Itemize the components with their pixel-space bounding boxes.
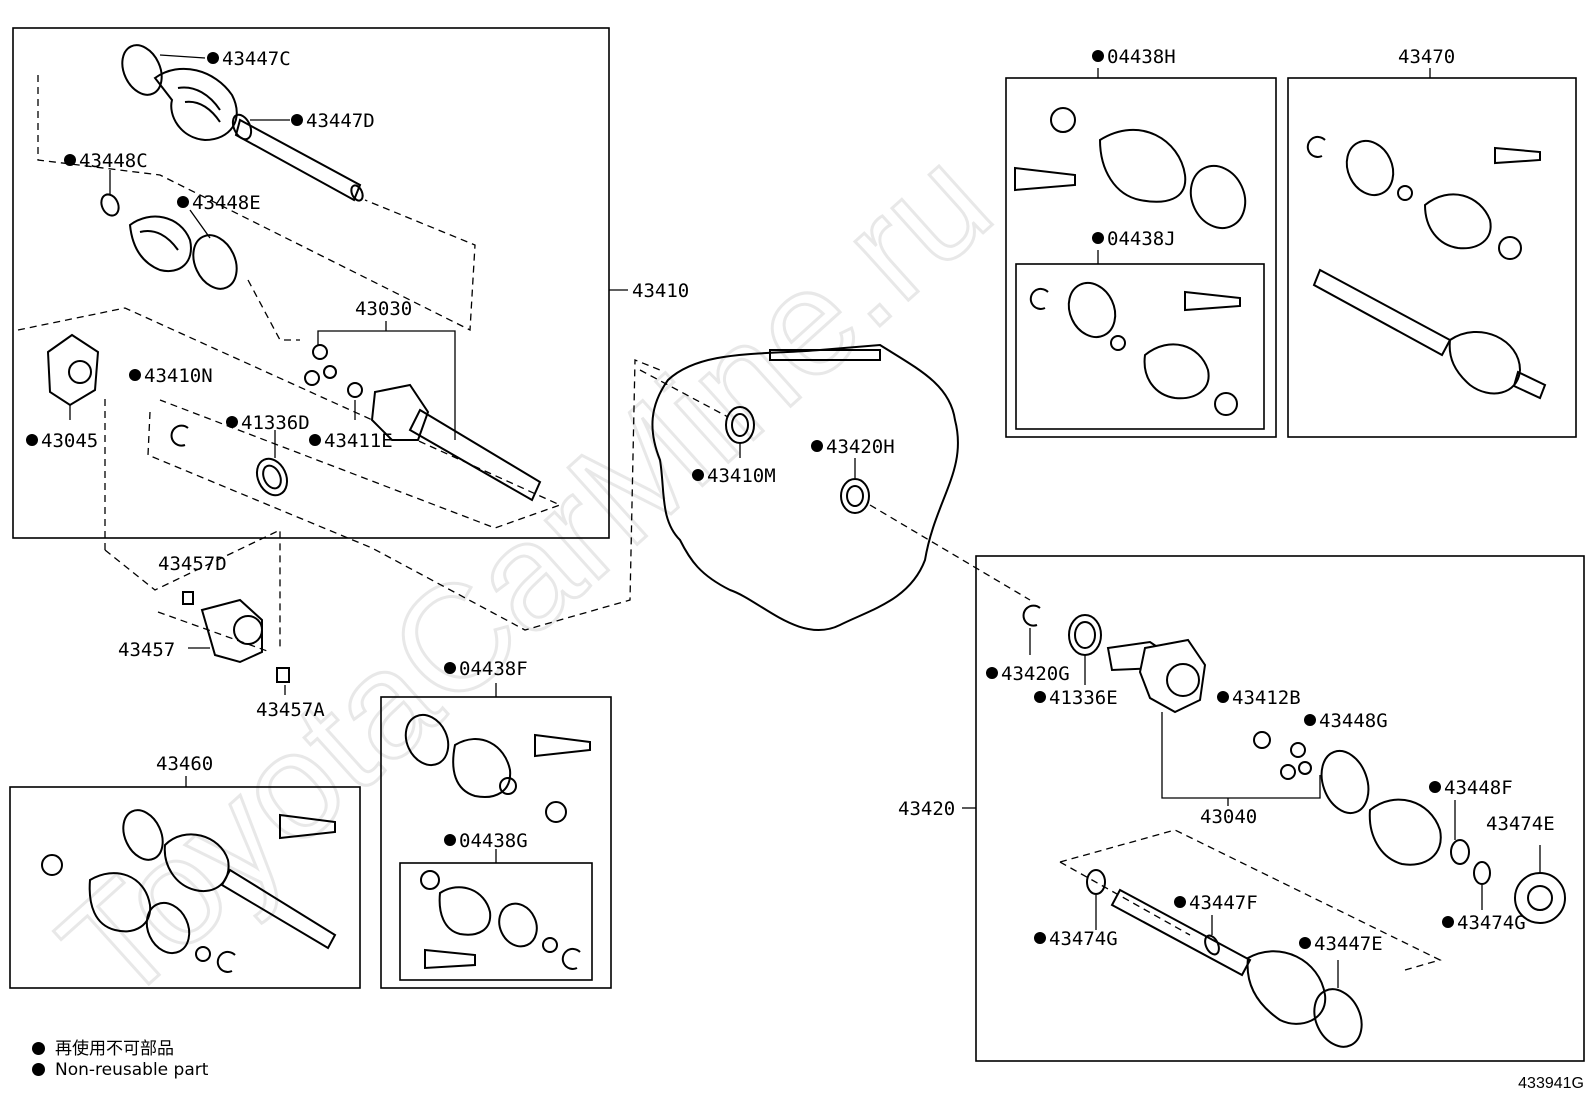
boot-clamp-43448E-part	[192, 234, 238, 290]
boot-kit-04438F-parts	[404, 713, 591, 823]
clip-43474G-left-part	[1086, 869, 1106, 895]
label-43411E[interactable]: 43411E	[324, 430, 393, 452]
bolt-43457A-part	[276, 667, 290, 683]
boot-kit-04438J-parts	[1029, 281, 1241, 416]
label-43457[interactable]: 43457	[118, 639, 175, 661]
label-43470[interactable]: 43470	[1398, 46, 1455, 68]
outer-joint-boot-part	[153, 68, 238, 142]
legend-text-english: Non-reusable part	[55, 1060, 209, 1080]
label-43448F[interactable]: 43448F	[1444, 777, 1513, 799]
clip-43474G-right-part	[1473, 861, 1491, 885]
drive-shaft-43470-parts	[1306, 135, 1547, 400]
label-43447E[interactable]: 43447E	[1314, 933, 1383, 955]
inner-joint-housing-part	[370, 383, 542, 502]
inner-joint-43040-part	[1106, 638, 1207, 714]
label-43447D[interactable]: 43447D	[306, 110, 375, 132]
label-43410M[interactable]: 43410M	[707, 465, 776, 487]
label-43447C[interactable]: 43447C	[222, 48, 291, 70]
boot-clamp-43447C-part	[121, 44, 163, 96]
watermark: ToyotaCarMine.ru	[29, 117, 1021, 1034]
labels: 43447C 43447D 43448C 43448E 43410 43030 …	[26, 46, 1555, 955]
label-43045[interactable]: 43045	[41, 430, 98, 452]
boot-clamp-43448C-part	[100, 193, 120, 217]
snap-ring-43420G-part	[1022, 604, 1041, 627]
label-43412B[interactable]: 43412B	[1232, 687, 1301, 709]
tripod-joint-part	[304, 344, 337, 386]
boot-kit-04438G-parts	[420, 870, 581, 970]
inner-boot-right-part	[1368, 798, 1442, 866]
label-43474E[interactable]: 43474E	[1486, 813, 1555, 835]
oil-seal-41336E-part	[1068, 614, 1102, 656]
boot-clamp-43448F-part	[1450, 839, 1470, 865]
label-43447F[interactable]: 43447F	[1189, 892, 1258, 914]
label-04438F[interactable]: 04438F	[459, 658, 528, 680]
label-04438J[interactable]: 04438J	[1107, 228, 1176, 250]
transaxle-housing-part	[651, 343, 959, 632]
diagram-reference-number: 433941G	[1518, 1075, 1584, 1092]
label-43448G[interactable]: 43448G	[1319, 710, 1388, 732]
legend-line-2: Non-reusable part	[32, 1060, 208, 1080]
label-43474G-left[interactable]: 43474G	[1049, 928, 1118, 950]
label-43460[interactable]: 43460	[156, 753, 213, 775]
legend-line-1: 再使用不可部品	[32, 1034, 174, 1059]
assembly-box-43420	[975, 555, 1585, 1062]
label-43448C[interactable]: 43448C	[79, 150, 148, 172]
kit-box-04438J	[1015, 263, 1265, 430]
label-43448E[interactable]: 43448E	[192, 192, 261, 214]
oil-seal-41336D-part	[255, 457, 289, 497]
snap-ring-43411E-part	[347, 382, 363, 398]
assembly-box-43410	[12, 27, 610, 539]
label-04438G[interactable]: 04438G	[459, 830, 528, 852]
label-43457A[interactable]: 43457A	[256, 699, 325, 721]
boot-clamp-43448G-part	[1320, 750, 1370, 814]
tripod-joint-right-part	[1280, 742, 1312, 780]
assembly-box-43470	[1287, 77, 1577, 438]
outer-shaft-43447F-part	[1110, 888, 1252, 977]
drive-shaft-43460-parts	[41, 809, 337, 973]
label-43457D[interactable]: 43457D	[158, 553, 227, 575]
snap-ring-43410N-part	[170, 424, 189, 447]
label-04438H[interactable]: 04438H	[1107, 46, 1176, 68]
label-43040[interactable]: 43040	[1200, 806, 1257, 828]
dust-deflector-43045-part	[46, 333, 100, 407]
oil-seal-43420H-part	[840, 478, 870, 514]
boot-clamp-43447D-part	[231, 113, 253, 141]
label-43474G-right[interactable]: 43474G	[1457, 912, 1526, 934]
label-41336D[interactable]: 41336D	[241, 412, 310, 434]
label-43420[interactable]: 43420	[898, 798, 955, 820]
label-41336E[interactable]: 41336E	[1049, 687, 1118, 709]
inner-boot-part	[128, 215, 192, 273]
non-reusable-dot-icon	[32, 1063, 45, 1076]
label-43030[interactable]: 43030	[355, 298, 412, 320]
bearing-bracket-43457-part	[200, 598, 263, 664]
label-43410N[interactable]: 43410N	[144, 365, 213, 387]
bolt-43457D-part	[182, 591, 194, 605]
assembly-box-43460	[9, 786, 361, 989]
inner-shaft-part	[234, 118, 364, 202]
outer-boot-43447E-part	[1246, 950, 1363, 1048]
label-43410[interactable]: 43410	[632, 280, 689, 302]
legend-text-japanese: 再使用不可部品	[55, 1039, 174, 1059]
non-reusable-dot-icon	[32, 1042, 45, 1055]
kit-box-04438H	[1005, 77, 1277, 438]
boot-kit-04438H-parts	[1014, 107, 1247, 230]
label-43420G[interactable]: 43420G	[1001, 663, 1070, 685]
snap-ring-43412B-part	[1253, 731, 1271, 749]
label-43420H[interactable]: 43420H	[826, 436, 895, 458]
